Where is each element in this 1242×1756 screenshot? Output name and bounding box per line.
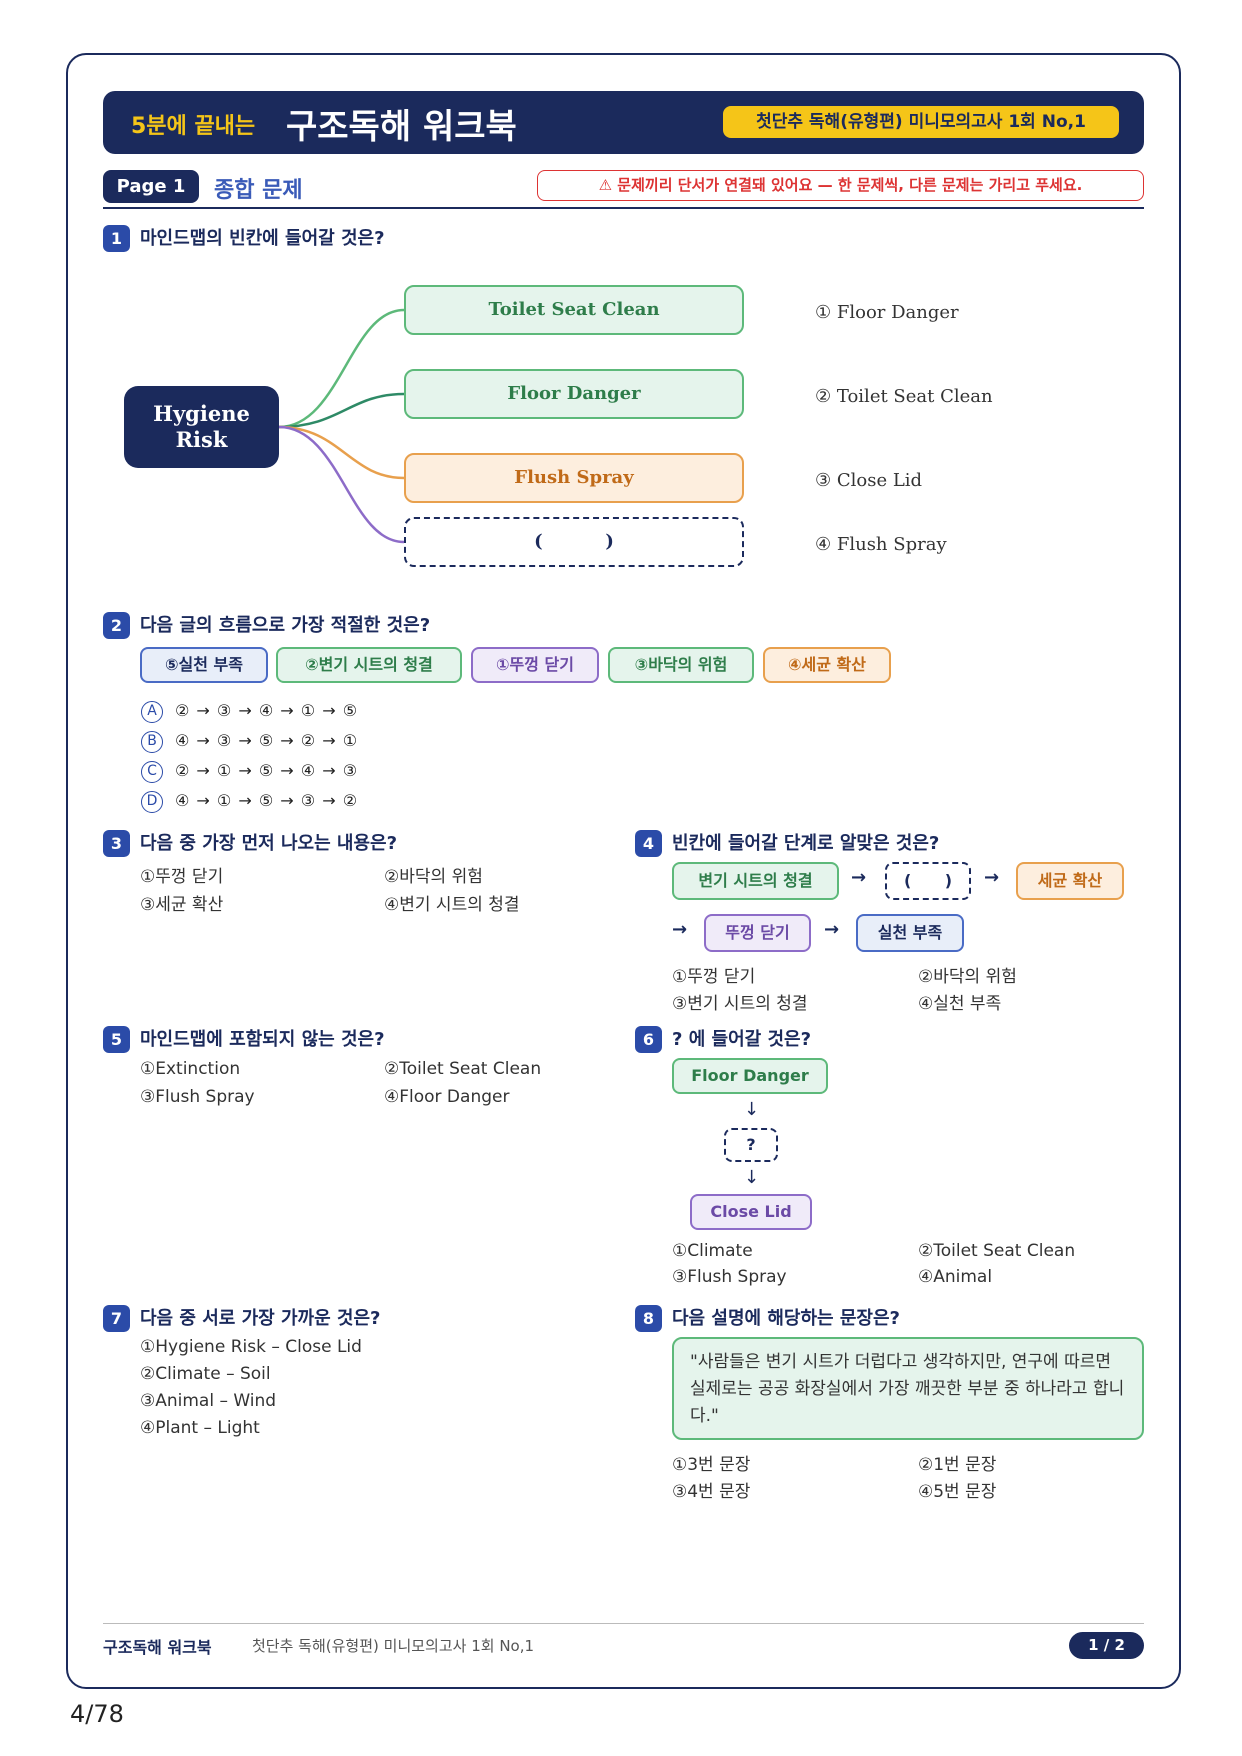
quote-box: "사람들은 변기 시트가 더럽다고 생각하지만, 연구에 따르면 실제로는 공공… xyxy=(672,1337,1144,1440)
answer-option[interactable]: ③Flush Spray xyxy=(140,1087,255,1107)
answer-option[interactable]: ④5번 문장 xyxy=(918,1482,997,1502)
mindmap-connectors xyxy=(278,308,405,544)
flow-arrow: → xyxy=(851,867,867,888)
answer-option[interactable]: ①뚜껑 닫기 xyxy=(672,967,756,987)
flow-arrow: → xyxy=(672,919,688,940)
document-page-counter: 4/78 xyxy=(70,1700,124,1728)
answer-option[interactable]: ②Toilet Seat Clean xyxy=(918,1241,1076,1261)
header-title: 구조독해 워크북 xyxy=(286,107,517,147)
header-banner: 5분에 끝내는 구조독해 워크북 첫단추 독해(유형편) 미니모의고사 1회 N… xyxy=(103,91,1144,154)
question-text: 다음 설명에 해당하는 문장은? xyxy=(672,1308,900,1329)
answer-option[interactable]: ④Plant – Light xyxy=(140,1418,260,1438)
question-number: 5 xyxy=(103,1026,130,1053)
mindmap-node: Floor Danger xyxy=(404,369,744,419)
question-text: ? 에 들어갈 것은? xyxy=(672,1029,812,1050)
down-arrow: ↓ xyxy=(744,1099,760,1120)
connector-line xyxy=(278,392,405,429)
answer-option[interactable]: ① Floor Danger xyxy=(815,302,959,323)
paragraph-tag: ②변기 시트의 청결 xyxy=(276,647,462,683)
answer-option[interactable]: ②바닥의 위험 xyxy=(384,867,483,887)
question-number: 1 xyxy=(103,225,130,252)
paragraph-tag: ④세균 확산 xyxy=(763,647,891,683)
answer-option[interactable]: ①Climate xyxy=(672,1241,753,1261)
warning-banner: ⚠ 문제끼리 단서가 연결돼 있어요 — 한 문제씩, 다른 문제는 가리고 푸… xyxy=(537,170,1144,201)
answer-option[interactable]: ②Climate – Soil xyxy=(140,1364,271,1384)
footer-page-number: 1 / 2 xyxy=(1069,1632,1144,1659)
question-number: 6 xyxy=(635,1026,662,1053)
mindmap-blank-node: ( ) xyxy=(404,517,744,567)
answer-option[interactable]: ②Toilet Seat Clean xyxy=(384,1059,542,1079)
answer-option[interactable]: ③ Close Lid xyxy=(815,470,923,491)
answer-option[interactable]: ④Animal xyxy=(918,1267,993,1287)
header-badge: 첫단추 독해(유형편) 미니모의고사 1회 No,1 xyxy=(723,106,1119,138)
question-text: 다음 중 가장 먼저 나오는 내용은? xyxy=(140,833,398,854)
question-number: 2 xyxy=(103,612,130,639)
answer-option[interactable]: ③Flush Spray xyxy=(672,1267,787,1287)
answer-option[interactable]: ①Extinction xyxy=(140,1059,241,1079)
page-frame xyxy=(66,53,1181,1689)
sequence-option[interactable]: ④ → ① → ⑤ → ③ → ② xyxy=(175,791,359,810)
footer-divider xyxy=(103,1623,1144,1624)
option-letter[interactable]: B xyxy=(141,731,163,753)
footer-subtitle: 첫단추 독해(유형편) 미니모의고사 1회 No,1 xyxy=(252,1637,535,1655)
answer-option[interactable]: ④Floor Danger xyxy=(384,1087,510,1107)
mindmap-node: Toilet Seat Clean xyxy=(404,285,744,335)
answer-option[interactable]: ④변기 시트의 청결 xyxy=(384,895,520,915)
connector-line xyxy=(278,425,405,544)
answer-option[interactable]: ②1번 문장 xyxy=(918,1455,997,1475)
flow-step: 변기 시트의 청결 xyxy=(672,862,839,900)
paragraph-tag: ③바닥의 위험 xyxy=(608,647,754,683)
footer-brand: 구조독해 워크북 xyxy=(103,1638,212,1657)
flow-step: Floor Danger xyxy=(672,1058,828,1094)
answer-option[interactable]: ③4번 문장 xyxy=(672,1482,751,1502)
down-arrow: ↓ xyxy=(744,1167,760,1188)
question-number: 3 xyxy=(103,830,130,857)
flow-arrow: → xyxy=(984,867,1000,888)
section-title: 종합 문제 xyxy=(214,178,303,203)
paragraph-tag: ⑤실천 부족 xyxy=(140,647,268,683)
question-text: 빈칸에 들어갈 단계로 알맞은 것은? xyxy=(672,833,940,854)
answer-option[interactable]: ④ Flush Spray xyxy=(815,534,947,555)
sequence-option[interactable]: ② → ③ → ④ → ① → ⑤ xyxy=(175,701,359,720)
flow-blank-step: ( ) xyxy=(885,862,971,900)
flow-step: 실천 부족 xyxy=(856,914,964,952)
page-label: Page 1 xyxy=(103,170,199,203)
paragraph-tag: ①뚜껑 닫기 xyxy=(471,647,599,683)
flow-step: Close Lid xyxy=(690,1194,812,1230)
header-subtitle: 5분에 끝내는 xyxy=(131,114,256,139)
connector-line xyxy=(278,308,405,429)
answer-option[interactable]: ③변기 시트의 청결 xyxy=(672,994,808,1014)
answer-option[interactable]: ③세균 확산 xyxy=(140,895,224,915)
connector-line xyxy=(278,425,405,480)
flow-step: 세균 확산 xyxy=(1016,862,1124,900)
question-text: 다음 글의 흐름으로 가장 적절한 것은? xyxy=(140,615,431,636)
answer-option[interactable]: ③Animal – Wind xyxy=(140,1391,277,1411)
flow-blank-step: ? xyxy=(724,1128,778,1162)
answer-option[interactable]: ② Toilet Seat Clean xyxy=(815,386,993,407)
question-text: 다음 중 서로 가장 가까운 것은? xyxy=(140,1308,381,1329)
answer-option[interactable]: ①뚜껑 닫기 xyxy=(140,867,224,887)
divider xyxy=(103,207,1144,209)
option-letter[interactable]: D xyxy=(141,791,163,813)
mindmap-center-node: Hygiene Risk xyxy=(124,386,279,468)
option-letter[interactable]: C xyxy=(141,761,163,783)
sequence-option[interactable]: ④ → ③ → ⑤ → ② → ① xyxy=(175,731,359,750)
question-number: 7 xyxy=(103,1305,130,1332)
flow-step: 뚜껑 닫기 xyxy=(704,914,811,952)
answer-option[interactable]: ①3번 문장 xyxy=(672,1455,751,1475)
answer-option[interactable]: ④실천 부족 xyxy=(918,994,1002,1014)
question-text: 마인드맵의 빈칸에 들어갈 것은? xyxy=(140,228,385,249)
answer-option[interactable]: ①Hygiene Risk – Close Lid xyxy=(140,1337,362,1357)
flow-arrow: → xyxy=(824,919,840,940)
answer-option[interactable]: ②바닥의 위험 xyxy=(918,967,1017,987)
question-number: 8 xyxy=(635,1305,662,1332)
sequence-option[interactable]: ② → ① → ⑤ → ④ → ③ xyxy=(175,761,359,780)
mindmap-node: Flush Spray xyxy=(404,453,744,503)
question-text: 마인드맵에 포함되지 않는 것은? xyxy=(140,1029,385,1050)
option-letter[interactable]: A xyxy=(141,701,163,723)
question-number: 4 xyxy=(635,830,662,857)
